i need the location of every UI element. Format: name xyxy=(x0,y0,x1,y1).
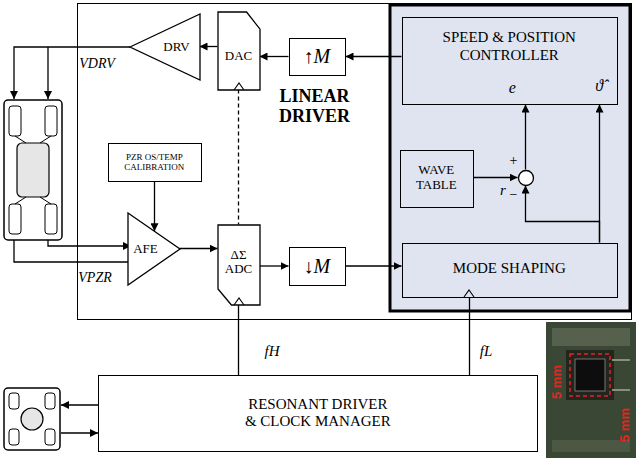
node-label: DAC xyxy=(225,48,252,63)
photo-detail xyxy=(552,328,630,346)
adc-block-shape xyxy=(218,225,260,305)
node-label: PZR OS/TEMP CALIBRATION xyxy=(112,151,196,172)
signal-name: r xyxy=(500,182,506,199)
resonant-wire xyxy=(61,432,98,433)
signal-arrow xyxy=(200,46,218,47)
wave-table-box: WAVE TABLE xyxy=(400,150,474,208)
node-label: ↑M xyxy=(303,45,330,68)
device-link xyxy=(40,136,51,143)
node-label: LINEAR DRIVER xyxy=(265,86,365,127)
device-mass xyxy=(21,408,43,430)
driver-amplifier: DRV xyxy=(130,14,200,80)
dimension-label: 5 mm xyxy=(618,408,633,442)
device-spring xyxy=(9,429,19,445)
node-label: MODE SHAPING xyxy=(453,261,566,278)
signal-name: VDRV xyxy=(79,56,115,72)
device-spring xyxy=(45,204,57,234)
clock-manager-box: RESONANT DRIVER & CLOCK MANAGER xyxy=(98,375,538,452)
signal-line xyxy=(238,90,239,225)
sense-wire xyxy=(48,240,131,246)
device-spring xyxy=(45,429,55,445)
chip-socket xyxy=(566,350,614,400)
calibration-box: PZR OS/TEMP CALIBRATION xyxy=(108,143,202,182)
device-mass xyxy=(17,143,49,197)
chip-photo xyxy=(546,322,636,458)
chip-die xyxy=(575,359,605,391)
dimension-label: 5 mm xyxy=(550,365,565,399)
device-spring xyxy=(45,393,55,409)
node-label: ΔΣ ADC xyxy=(219,248,259,278)
clock-name: fL xyxy=(480,343,493,360)
device-spring xyxy=(45,106,57,136)
signal-arrow xyxy=(346,56,402,57)
resonant-device xyxy=(4,388,60,450)
afe-amplifier-shape xyxy=(128,213,180,285)
upsampler-box: ↑M xyxy=(289,38,346,76)
signal-arrow xyxy=(599,105,600,243)
afe-amplifier: AFE xyxy=(128,213,180,285)
signal-arrow xyxy=(260,56,289,57)
node-label: DRV xyxy=(163,39,189,54)
device-link xyxy=(40,197,51,204)
node-label: WAVE TABLE xyxy=(404,163,468,193)
clock-input-mark xyxy=(234,83,244,90)
chip-outline xyxy=(570,354,610,396)
signal-arrow xyxy=(474,177,518,178)
signal-name: VPZR xyxy=(78,270,111,286)
signal-arrow xyxy=(346,265,402,266)
resonant-wire xyxy=(61,404,98,405)
drive-wire xyxy=(14,47,130,99)
clock-input-mark xyxy=(464,290,474,297)
summing-junction: +− xyxy=(518,170,534,186)
node-label: + xyxy=(510,152,518,168)
node-label: AFE xyxy=(133,241,158,256)
node-label: SPEED & POSITION CONTROLLER xyxy=(414,29,604,64)
signal-arrow xyxy=(180,248,218,249)
drive-wire xyxy=(47,47,48,99)
controller-box: SPEED & POSITION CONTROLLER e ϑ̂ xyxy=(402,17,618,105)
port-label: − xyxy=(510,186,518,202)
device-link xyxy=(15,197,26,204)
downsampler-box: ↓M xyxy=(289,247,346,286)
dac-block: DAC xyxy=(218,12,260,90)
device-spring xyxy=(9,204,21,234)
mode-shaping-box: MODE SHAPING xyxy=(402,243,618,298)
signal-arrow xyxy=(525,105,526,170)
adc-block: ΔΣ ADC xyxy=(218,225,260,305)
summing-junction-outline xyxy=(518,170,534,186)
linear-driver-block: LINEAR DRIVER DRV DAC ↑M SPEED & POSITION CO… xyxy=(77,3,632,320)
photo-detail xyxy=(612,389,630,391)
summing-circle xyxy=(518,170,533,185)
sense-wire xyxy=(14,240,136,262)
dac-block-shape xyxy=(218,12,260,90)
photo-detail xyxy=(612,359,630,361)
device-link xyxy=(15,136,26,143)
controller-group xyxy=(390,5,630,311)
driver-amplifier-shape xyxy=(130,14,200,80)
signal-arrow xyxy=(260,265,289,266)
port-label: ϑ̂ xyxy=(595,77,603,95)
node-label: RESONANT DRIVER & CLOCK MANAGER xyxy=(242,396,394,431)
signal-line xyxy=(238,305,239,376)
clock-name: fH xyxy=(265,343,280,360)
photo-ground xyxy=(546,322,636,458)
signal-line xyxy=(469,298,470,376)
port-label: e xyxy=(509,79,516,97)
mems-device xyxy=(4,100,62,240)
device-spring xyxy=(9,106,21,136)
device-outline xyxy=(4,100,62,240)
device-spring xyxy=(9,393,19,409)
node-label: ↓M xyxy=(303,254,330,277)
clock-input-mark xyxy=(234,298,244,305)
device-outline xyxy=(4,388,60,450)
signal-arrow xyxy=(526,186,600,243)
signal-arrow xyxy=(154,182,155,232)
